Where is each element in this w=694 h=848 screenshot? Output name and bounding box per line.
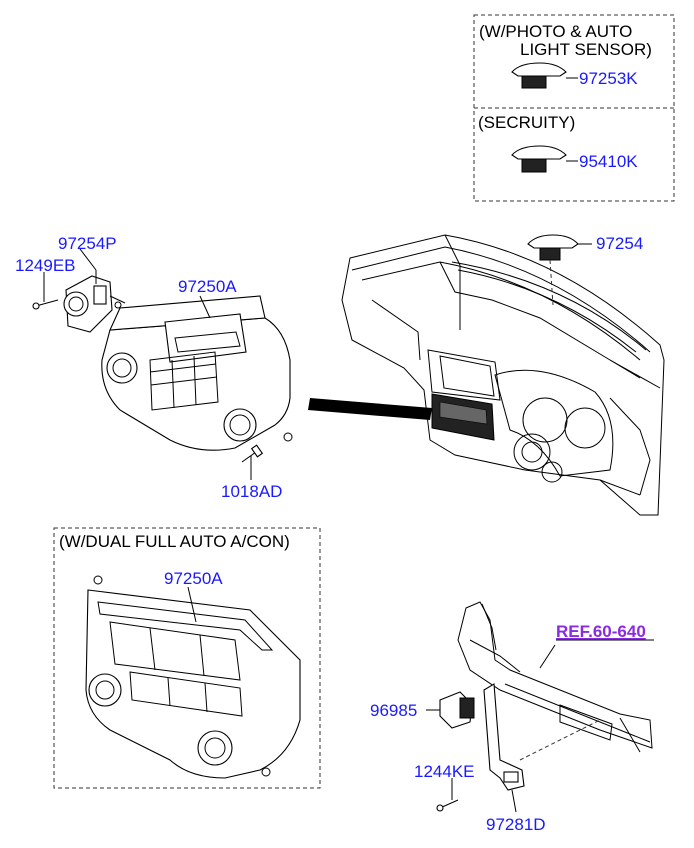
part-label-97254P[interactable]: 97254P: [58, 234, 117, 253]
part-label-97281D[interactable]: 97281D: [486, 815, 546, 834]
dual-auto-option-box: (W/DUAL FULL AUTO A/CON): [53, 527, 321, 789]
location-pointer: [308, 398, 432, 420]
screw-1249EB: [32, 272, 59, 310]
heater-control-upper: [101, 295, 293, 451]
part-label-97250A-bottom[interactable]: 97250A: [164, 569, 223, 588]
sensor-option-box: (W/PHOTO & AUTO LIGHT SENSOR) 97253K (SE…: [473, 14, 675, 202]
part-label-96985[interactable]: 96985: [370, 701, 417, 720]
bracket-97281D: [483, 683, 525, 813]
sensor-box-title-line1: (W/PHOTO & AUTO: [479, 22, 632, 41]
security-sensor-part: [511, 145, 578, 173]
photo-sensor-part: [511, 62, 578, 89]
dual-box-title: (W/DUAL FULL AUTO A/CON): [59, 532, 290, 551]
sensor-97254-part: [527, 234, 592, 306]
dashboard-assembly: [341, 234, 665, 516]
screw-1244KE: [436, 778, 459, 812]
cowl-crossbar-assembly: [457, 601, 653, 761]
security-title: (SECRUITY): [478, 113, 575, 132]
part-label-1244KE[interactable]: 1244KE: [414, 762, 475, 781]
ref-label-60-640[interactable]: REF.60-640: [556, 622, 646, 641]
switch-97254P-part: [63, 270, 126, 333]
part-label-97253K[interactable]: 97253K: [579, 69, 638, 88]
part-label-1249EB[interactable]: 1249EB: [15, 256, 76, 275]
part-label-1018AD[interactable]: 1018AD: [221, 482, 282, 501]
sensor-box-title-line2: LIGHT SENSOR): [520, 40, 652, 59]
sensor-96985-part: [426, 691, 475, 729]
screw-1018AD: [241, 444, 264, 480]
part-label-97250A-top[interactable]: 97250A: [178, 277, 237, 296]
part-label-97254[interactable]: 97254: [596, 234, 643, 253]
part-label-95410K[interactable]: 95410K: [579, 152, 638, 171]
